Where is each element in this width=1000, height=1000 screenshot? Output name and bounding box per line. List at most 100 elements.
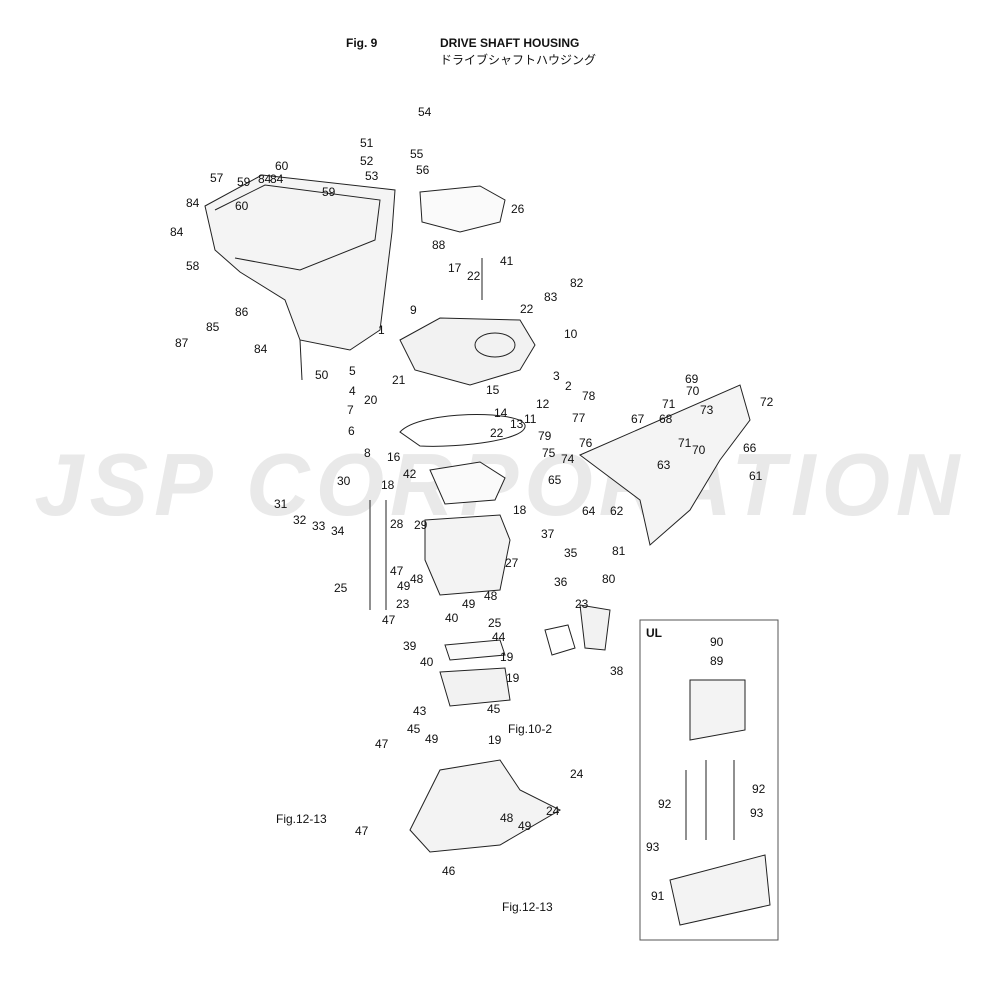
part-number-callout: 71 bbox=[662, 397, 676, 411]
part-number-callout: 49 bbox=[397, 579, 411, 593]
ul-lower-case-part bbox=[669, 854, 771, 926]
part-number-callout: 42 bbox=[403, 467, 417, 481]
part-number-callout: 10 bbox=[564, 327, 578, 341]
part-number-callout: 76 bbox=[579, 436, 593, 450]
part-number-callout: 87 bbox=[175, 336, 189, 350]
part-number-callout: 30 bbox=[337, 474, 351, 488]
part-number-callout: 83 bbox=[544, 290, 558, 304]
part-number-callout: 61 bbox=[749, 469, 763, 483]
part-number-callout: 18 bbox=[513, 503, 527, 517]
part-number-callout: 24 bbox=[570, 767, 584, 781]
figure-reference: Fig.12-13 bbox=[276, 812, 327, 826]
part-number-callout: 45 bbox=[407, 722, 421, 736]
part-number-callout: 19 bbox=[488, 733, 502, 747]
part-number-callout: 28 bbox=[390, 517, 404, 531]
part-number-callout: 14 bbox=[494, 406, 508, 420]
part-number-callout: 39 bbox=[403, 639, 417, 653]
part-number-callout: 84 bbox=[270, 172, 284, 186]
part-number-callout: 84 bbox=[186, 196, 200, 210]
part-number-callout: 85 bbox=[206, 320, 220, 334]
upper-mount-part bbox=[399, 317, 536, 386]
inset-label: UL bbox=[646, 626, 662, 640]
part-number-callout: 36 bbox=[554, 575, 568, 589]
part-number-callout: 60 bbox=[235, 199, 249, 213]
part-number-callout: 56 bbox=[416, 163, 430, 177]
part-number-callout: 55 bbox=[410, 147, 424, 161]
part-number-callout: 71 bbox=[678, 436, 692, 450]
part-number-callout: 27 bbox=[505, 556, 519, 570]
part-number-callout: 12 bbox=[536, 397, 550, 411]
part-number-callout: 84 bbox=[170, 225, 184, 239]
part-number-callout: 48 bbox=[500, 811, 514, 825]
part-number-callout: 84 bbox=[254, 342, 268, 356]
part-number-callout: 53 bbox=[365, 169, 379, 183]
middle-housing-part bbox=[424, 514, 511, 596]
part-number-callout: 9 bbox=[410, 303, 417, 317]
part-number-callout: 22 bbox=[490, 426, 504, 440]
part-number-callout: 47 bbox=[390, 564, 404, 578]
part-number-callout: 72 bbox=[760, 395, 774, 409]
part-number-callout: 5 bbox=[349, 364, 356, 378]
part-number-callout: 64 bbox=[582, 504, 596, 518]
part-number-callout: 40 bbox=[420, 655, 434, 669]
part-number-callout: 70 bbox=[692, 443, 706, 457]
part-number-callout: 44 bbox=[492, 630, 506, 644]
part-number-callout: 52 bbox=[360, 154, 374, 168]
side-cover-left-part bbox=[204, 174, 396, 351]
figure-number: Fig. 9 bbox=[346, 36, 378, 50]
part-number-callout: 48 bbox=[410, 572, 424, 586]
part-number-callout: 59 bbox=[237, 175, 251, 189]
part-number-callout: 78 bbox=[582, 389, 596, 403]
part-number-callout: 75 bbox=[542, 446, 556, 460]
part-number-callout: 88 bbox=[432, 238, 446, 252]
ul-inset-frame bbox=[639, 619, 779, 941]
part-number-callout: 35 bbox=[564, 546, 578, 560]
part-number-callout: 4 bbox=[349, 384, 356, 398]
plate-44-part bbox=[444, 639, 506, 661]
part-number-callout: 49 bbox=[518, 819, 532, 833]
part-number-callout: 81 bbox=[612, 544, 626, 558]
part-number-callout: 90 bbox=[710, 635, 724, 649]
part-number-callout: 6 bbox=[348, 424, 355, 438]
seal-loop-part bbox=[399, 414, 526, 447]
part-number-callout: 60 bbox=[275, 159, 289, 173]
gasket-plate-part bbox=[419, 185, 506, 233]
part-number-callout: 31 bbox=[274, 497, 288, 511]
part-number-callout: 49 bbox=[425, 732, 439, 746]
plate-39-part bbox=[544, 624, 576, 656]
part-number-callout: 15 bbox=[486, 383, 500, 397]
part-number-callout: 92 bbox=[752, 782, 766, 796]
part-number-callout: 93 bbox=[646, 840, 660, 854]
part-number-callout: 13 bbox=[510, 417, 524, 431]
part-number-callout: 23 bbox=[396, 597, 410, 611]
part-number-callout: 65 bbox=[548, 473, 562, 487]
lower-case-part bbox=[409, 759, 562, 853]
part-number-callout: 79 bbox=[538, 429, 552, 443]
figure-title-ja: ドライブシャフトハウジング bbox=[440, 53, 597, 67]
part-number-callout: 63 bbox=[657, 458, 671, 472]
part-number-callout: 86 bbox=[235, 305, 249, 319]
part-number-callout: 91 bbox=[651, 889, 665, 903]
part-number-callout: 34 bbox=[331, 524, 345, 538]
part-number-callout: 77 bbox=[572, 411, 586, 425]
part-number-callout: 21 bbox=[392, 373, 406, 387]
part-number-callout: 62 bbox=[610, 504, 624, 518]
part-number-callout: 92 bbox=[658, 797, 672, 811]
part-number-callout: 93 bbox=[750, 806, 764, 820]
plate-43-part bbox=[439, 667, 511, 707]
part-number-callout: 54 bbox=[418, 105, 432, 119]
part-number-callout: 18 bbox=[381, 478, 395, 492]
part-number-callout: 41 bbox=[500, 254, 514, 268]
part-number-callout: 74 bbox=[561, 452, 575, 466]
part-number-callout: 43 bbox=[413, 704, 427, 718]
part-number-callout: 46 bbox=[442, 864, 456, 878]
part-number-callout: 57 bbox=[210, 171, 224, 185]
part-number-callout: 47 bbox=[355, 824, 369, 838]
part-number-callout: 26 bbox=[511, 202, 525, 216]
part-number-callout: 47 bbox=[382, 613, 396, 627]
part-number-callout: 70 bbox=[686, 384, 700, 398]
part-number-callout: 17 bbox=[448, 261, 462, 275]
part-number-callout: 25 bbox=[334, 581, 348, 595]
part-number-callout: 22 bbox=[520, 302, 534, 316]
